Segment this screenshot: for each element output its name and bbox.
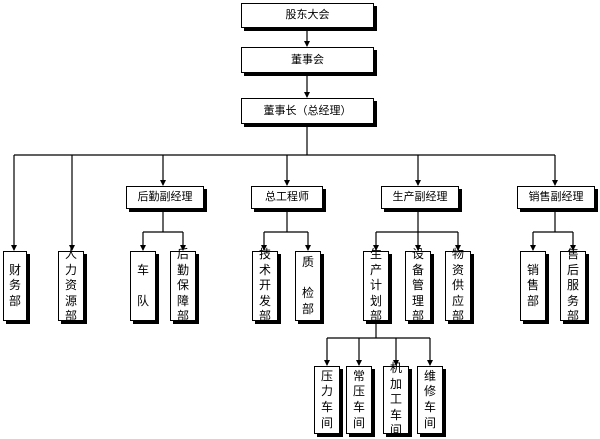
node-finance-dept: 财 务 部: [3, 251, 27, 321]
node-label: 董事会: [291, 52, 324, 66]
arrow-equipment-mgmt: [415, 245, 421, 251]
node-label: 后勤副经理: [137, 190, 193, 204]
node-label: 董事长（总经理）: [263, 103, 352, 117]
node-normal-pressure-workshop: 常 压 车 间: [346, 366, 372, 434]
node-label: 车 队: [136, 262, 149, 308]
arrow-production-planning: [373, 245, 379, 251]
node-machining-workshop: 机 加 工 车 间: [383, 361, 409, 437]
node-board-of-directors: 董事会: [241, 47, 374, 73]
arrow-quality: [305, 245, 311, 251]
arrow-hr: [69, 245, 75, 251]
node-chairman-gm: 董事长（总经理）: [241, 98, 374, 124]
node-materials-supply-dept: 物 资 供 应 部: [445, 247, 471, 323]
arrow-materials-supply: [455, 245, 461, 251]
arrow-machining-workshop: [393, 360, 399, 366]
arrow-chairman: [304, 92, 310, 98]
node-equipment-mgmt-dept: 设 备 管 理 部: [405, 247, 431, 323]
node-label: 质 检 部: [301, 254, 314, 316]
node-maintenance-workshop: 维 修 车 间: [417, 366, 443, 434]
node-tech-dev-dept: 技 术 开 发 部: [252, 247, 278, 323]
node-shareholders-meeting: 股东大会: [241, 3, 374, 28]
node-label: 人 力 资 源 部: [64, 247, 77, 324]
node-label: 技 术 开 发 部: [258, 247, 271, 324]
node-label: 总工程师: [265, 190, 309, 204]
node-chief-engineer: 总工程师: [251, 186, 323, 209]
arrow-finance: [11, 245, 17, 251]
node-quality-dept: 质 检 部: [295, 251, 321, 321]
node-label: 常 压 车 间: [352, 368, 365, 430]
arrow-sales-dept: [530, 245, 536, 251]
node-sales-dept: 销 售 部: [520, 251, 546, 321]
node-label: 销 售 部: [526, 262, 539, 308]
node-after-sales-dept: 售 后 服 务 部: [560, 247, 586, 323]
node-production-vp: 生产副经理: [381, 186, 459, 209]
node-label: 压 力 车 间: [320, 368, 333, 430]
node-label: 销售副经理: [528, 190, 584, 204]
node-fleet: 车 队: [130, 251, 156, 321]
node-label: 财 务 部: [8, 262, 21, 308]
node-production-planning-dept: 生 产 计 划 部: [363, 247, 389, 323]
node-press-workshop: 压 力 车 间: [314, 366, 340, 434]
arrow-maintenance-workshop: [427, 360, 433, 366]
arrow-board: [304, 41, 310, 47]
arrow-normal-pressure-workshop: [356, 360, 362, 366]
arrow-logistics-vp: [160, 180, 166, 186]
node-label: 后 勤 保 障 部: [176, 247, 189, 324]
node-label: 生产副经理: [392, 190, 448, 204]
node-label: 机 加 工 车 间: [389, 361, 402, 438]
node-hr-dept: 人 力 资 源 部: [58, 247, 84, 323]
node-label: 物 资 供 应 部: [451, 247, 464, 324]
node-label: 售 后 服 务 部: [566, 247, 579, 324]
arrow-tech-dev: [261, 245, 267, 251]
node-label: 设 备 管 理 部: [411, 247, 424, 324]
arrow-sales-vp: [552, 180, 558, 186]
node-logistics-support-dept: 后 勤 保 障 部: [170, 247, 196, 323]
node-label: 股东大会: [285, 8, 330, 22]
arrow-fleet: [140, 245, 146, 251]
node-sales-vp: 销售副经理: [517, 186, 595, 209]
arrow-press-workshop: [324, 360, 330, 366]
node-label: 生 产 计 划 部: [369, 247, 382, 324]
arrow-chief-engineer: [284, 180, 290, 186]
arrow-production-vp: [415, 180, 421, 186]
arrow-logistics-support: [180, 245, 186, 251]
node-label: 维 修 车 间: [423, 368, 436, 430]
arrow-after-sales: [570, 245, 576, 251]
node-logistics-vp: 后勤副经理: [126, 186, 204, 209]
